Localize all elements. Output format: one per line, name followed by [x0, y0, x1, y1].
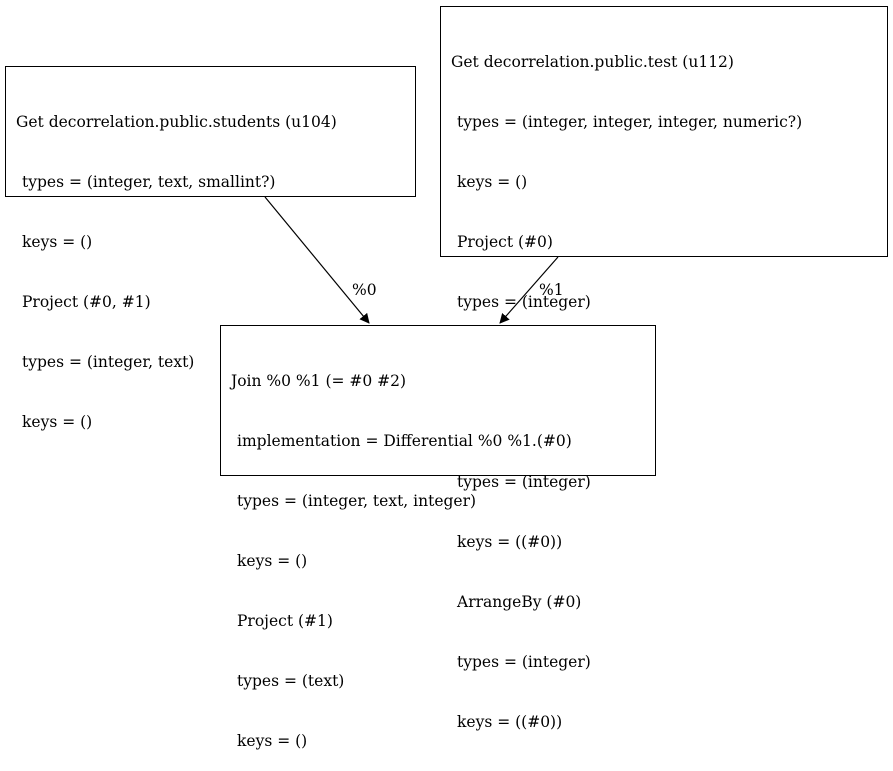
- node-students: Get decorrelation.public.students (u104)…: [5, 66, 416, 431]
- node-line: keys = (): [22, 413, 93, 431]
- node-line: keys = ((#0)): [457, 713, 563, 731]
- node-line: ArrangeBy (#0): [457, 593, 582, 611]
- edge-label-test: %1: [539, 281, 564, 299]
- node-line: types = (integer, integer, integer, nume…: [457, 113, 803, 131]
- node-line: keys = (): [237, 732, 308, 750]
- node-join: Join %0 %1 (= #0 #2) implementation = Di…: [220, 325, 656, 750]
- node-header: Join %0 %1 (= #0 #2): [231, 372, 407, 390]
- node-line: Project (#0, #1): [22, 293, 151, 311]
- node-line: keys = (): [457, 173, 528, 191]
- node-line: keys = (): [237, 552, 308, 570]
- node-line: types = (integer): [457, 653, 591, 671]
- node-line: types = (integer, text, smallint?): [22, 173, 276, 191]
- node-line: types = (integer): [457, 293, 591, 311]
- node-line: types = (integer, text): [22, 353, 195, 371]
- node-line: implementation = Differential %0 %1.(#0): [237, 432, 572, 450]
- node-test: Get decorrelation.public.test (u112) typ…: [440, 6, 888, 731]
- node-line: keys = ((#0)): [457, 533, 563, 551]
- edge-label-students: %0: [352, 281, 377, 299]
- node-header: Get decorrelation.public.test (u112): [451, 53, 734, 71]
- node-line: keys = (): [22, 233, 93, 251]
- node-line: Project (#0): [457, 233, 553, 251]
- node-line: Project (#1): [237, 612, 333, 630]
- node-line: types = (text): [237, 672, 345, 690]
- node-line: types = (integer, text, integer): [237, 492, 477, 510]
- node-header: Get decorrelation.public.students (u104): [16, 113, 337, 131]
